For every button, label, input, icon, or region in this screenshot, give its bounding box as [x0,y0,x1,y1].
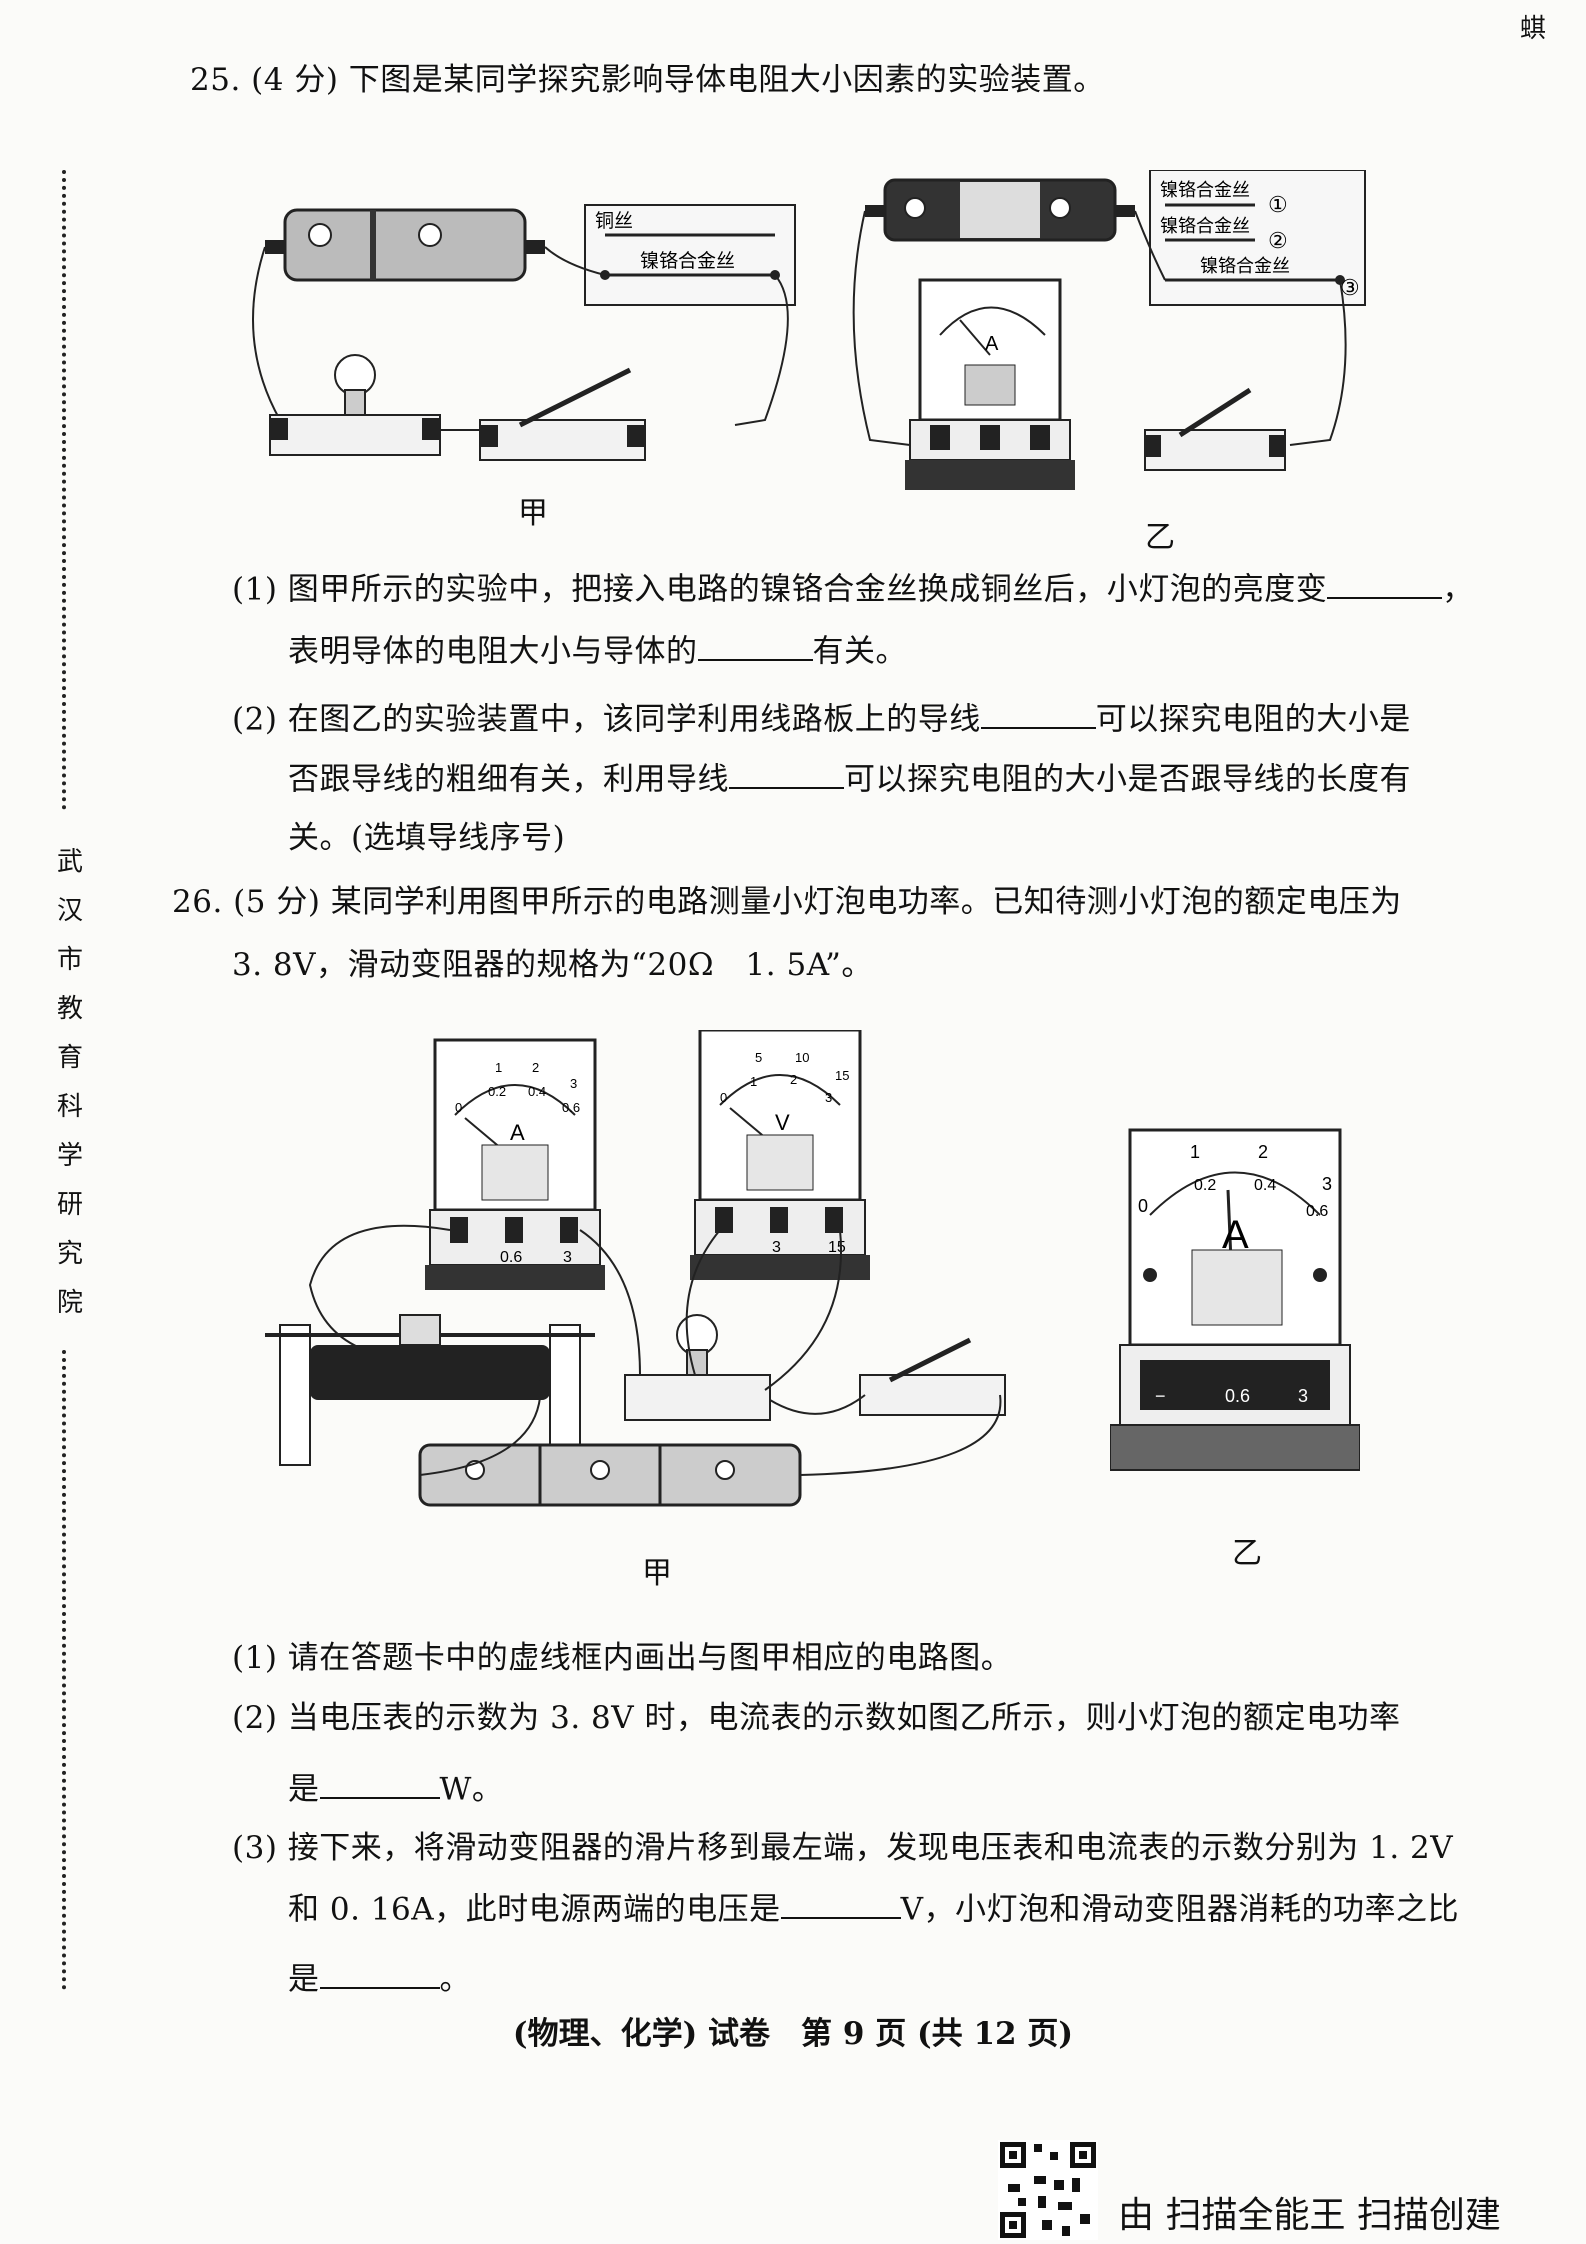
q25-yi-wire3-num: ③ [1340,276,1360,301]
q26-yi-tick: 2 [1258,1142,1268,1162]
q26-yi-tick: 0.4 [1254,1177,1276,1194]
q25-blank-3[interactable] [980,698,1096,730]
q26-yi-tick: 0.6 [1306,1203,1328,1220]
q26-ammeter-terminal: 3 [563,1249,572,1266]
q25-figure-yi: A 镍铬合金丝 ① 镍铬合金丝 ② 镍铬合金丝 ③ [850,170,1390,500]
q25-blank-1[interactable] [1327,568,1443,600]
q25-yi-meter-symbol: A [985,333,999,355]
q26-blank-3[interactable] [319,1958,440,1990]
q26-ammeter-tick: 3 [570,1076,577,1091]
q26-p1: (1) 请在答题卡中的虚线框内画出与图甲相应的电路图。 [232,1640,1013,1676]
q25-blank-2[interactable] [697,630,813,662]
q26-voltmeter-tick: 0 [720,1090,727,1105]
q26-yi-symbol: A [1222,1213,1249,1257]
qr-code-icon [998,2140,1098,2244]
q26-figure-jia: A 0 0.2 0.4 0.6 1 2 3 0.6 3 V 0 5 10 15 … [250,1030,1030,1550]
q26-voltmeter-terminal: 15 [828,1239,846,1256]
q26-stem-line1: 26. (5 分) 某同学利用图甲所示的电路测量小灯泡电功率。已知待测小灯泡的额… [172,884,1402,920]
q25-p1-line1: (1) 图甲所示的实验中，把接入电路的镍铬合金丝换成铜丝后，小灯泡的亮度变， [232,568,1474,610]
q26-voltmeter-tick: 1 [750,1074,757,1089]
binding-dots-top [62,170,66,810]
q25-jia-wire1-label: 铜丝 [595,210,633,232]
q26-voltmeter-terminal: 3 [772,1239,781,1256]
q25-stem: 25. (4 分) 下图是某同学探究影响导体电阻大小因素的实验装置。 [190,62,1105,98]
q26-ammeter-tick: 2 [532,1060,539,1075]
q26-yi-terminal: − [1155,1386,1166,1406]
q26-yi-terminal: 0.6 [1225,1386,1250,1406]
q26-voltmeter-tick: 5 [755,1050,762,1065]
binding-dots-bottom [62,1350,66,1990]
q26-yi-tick: 0.2 [1194,1177,1216,1194]
q25-yi-label: 乙 [1145,520,1175,555]
q26-ammeter-terminal: 0.6 [500,1249,522,1266]
q26-figure-yi: A 0 1 2 3 0.2 0.4 0.6 − 0.6 3 [1110,1120,1360,1475]
q26-voltmeter-tick: 2 [790,1072,797,1087]
q25-p2-line1: (2) 在图乙的实验装置中，该同学利用线路板上的导线可以探究电阻的大小是 [232,698,1411,740]
q26-voltmeter-tick: 15 [835,1068,849,1083]
q25-p2-line3: 关。(选填导线序号) [288,820,566,856]
camscanner-watermark: 由 扫描全能王 扫描创建 [1118,2195,1501,2236]
q25-blank-4[interactable] [729,758,844,790]
corner-mark: 蜞 [1520,14,1547,44]
q26-yi-tick: 1 [1190,1142,1200,1162]
q26-voltmeter-tick: 3 [825,1090,832,1105]
q26-blank-1[interactable] [319,1768,440,1800]
q26-ammeter-tick: 0 [455,1100,462,1115]
q26-voltmeter-tick: 10 [795,1050,809,1065]
q26-blank-2[interactable] [780,1888,901,1920]
q25-figure-jia: 铜丝 镍铬合金丝 [250,190,810,480]
q25-yi-wire1-num: ① [1268,193,1288,218]
page-footer: (物理、化学) 试卷 第 9 页 (共 12 页) [512,2016,1074,2052]
q26-voltmeter-symbol: V [775,1110,790,1135]
q25-yi-wire3-label: 镍铬合金丝 [1200,256,1290,276]
q26-ammeter-tick: 0.4 [528,1084,546,1099]
q25-yi-wire1-label: 镍铬合金丝 [1160,180,1250,200]
q26-yi-label: 乙 [1232,1536,1262,1571]
q26-yi-terminal: 3 [1298,1386,1308,1406]
q26-stem-line2: 3. 8V，滑动变阻器的规格为“20Ω 1. 5A”。 [232,947,873,983]
q25-yi-wire2-num: ② [1268,229,1288,254]
q25-p2-line2: 否跟导线的粗细有关，利用导线可以探究电阻的大小是否跟导线的长度有 [288,758,1411,800]
q25-p1-line2: 表明导体的电阻大小与导体的有关。 [288,630,907,672]
q26-jia-label: 甲 [642,1556,672,1591]
q26-ammeter-symbol: A [510,1120,525,1145]
q26-p2-line1: (2) 当电压表的示数为 3. 8V 时，电流表的示数如图乙所示，则小灯泡的额定… [232,1700,1401,1736]
side-institution-text: 武汉市教育科学研究院 [56,847,83,1318]
q26-ammeter-tick: 1 [495,1060,502,1075]
q25-jia-label: 甲 [518,496,548,531]
q26-ammeter-tick: 0.6 [562,1100,580,1115]
q25-jia-wire2-label: 镍铬合金丝 [640,250,735,272]
q26-yi-tick: 3 [1322,1174,1332,1194]
q26-yi-tick: 0 [1138,1196,1148,1216]
q26-p3-line3: 是。 [288,1958,471,2000]
q26-p3-line1: (3) 接下来，将滑动变阻器的滑片移到最左端，发现电压表和电流表的示数分别为 1… [232,1830,1454,1866]
q25-yi-wire2-label: 镍铬合金丝 [1160,216,1250,236]
q26-ammeter-tick: 0.2 [488,1084,506,1099]
